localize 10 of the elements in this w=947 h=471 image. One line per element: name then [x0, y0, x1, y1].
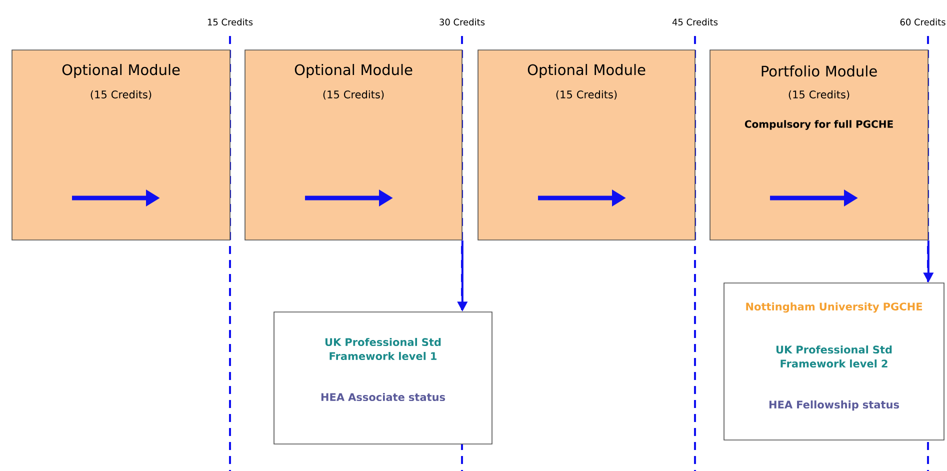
- status-box: UK Professional Std Framework level 1 HEA Associate status: [274, 312, 492, 444]
- credit-label: 45 Credits: [672, 18, 718, 26]
- credit-label: 60 Credits: [900, 18, 946, 26]
- module-box: Portfolio Module (15 Credits) Compulsory for full PGCHE: [710, 50, 928, 240]
- credit-label: 30 Credits: [440, 18, 485, 26]
- module-box: Optional Module (15 Credits): [12, 50, 230, 240]
- status-box: Nottingham University PGCHE UK Professional Std Framework level 2 HEA Fellowship status: [724, 282, 944, 440]
- credit-label: 15 Credits: [208, 18, 253, 26]
- module-box: Optional Module (15 Credits): [244, 50, 462, 240]
- module-box: Optional Module (15 Credits): [478, 50, 696, 240]
